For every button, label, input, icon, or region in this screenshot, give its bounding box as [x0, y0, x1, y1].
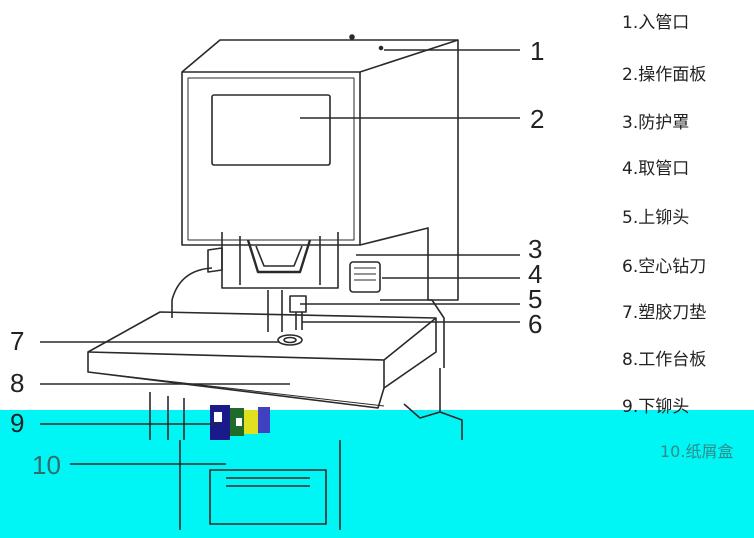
top-housing-front	[181, 71, 361, 246]
callout-6: 6	[528, 309, 543, 339]
protective-cover	[246, 239, 312, 274]
legend-item-4: 4.取管口	[622, 159, 690, 179]
legend-item-7: 7.塑胶刀垫	[622, 303, 707, 323]
callout-2: 2	[530, 104, 545, 134]
legend-item-2: 2.操作面板	[622, 65, 707, 85]
callout-5: 5	[528, 284, 543, 314]
callout-3: 3	[528, 234, 543, 264]
operation-panel	[211, 94, 331, 166]
cyan-band	[0, 410, 754, 538]
waste-box	[209, 469, 327, 525]
callout-4: 4	[528, 259, 543, 289]
callout-1: 1	[530, 36, 545, 66]
glitch-block	[210, 405, 270, 440]
callout-9: 9	[10, 408, 25, 438]
legend-item-9: 9.下铆头	[622, 397, 690, 417]
callout-7: 7	[10, 326, 25, 356]
legend-item-6: 6.空心钻刀	[622, 257, 707, 277]
legend-item-1: 1.入管口	[622, 13, 690, 33]
work-table	[87, 311, 437, 361]
legend-item-3: 3.防护罩	[622, 113, 690, 133]
legend-item-10: 10.纸屑盒	[660, 442, 734, 461]
legend-item-8: 8.工作台板	[622, 350, 707, 370]
tube-outlet	[349, 261, 381, 293]
callout-8: 8	[10, 368, 25, 398]
callout-10: 10	[32, 450, 61, 480]
legend-item-5: 5.上铆头	[622, 208, 690, 228]
